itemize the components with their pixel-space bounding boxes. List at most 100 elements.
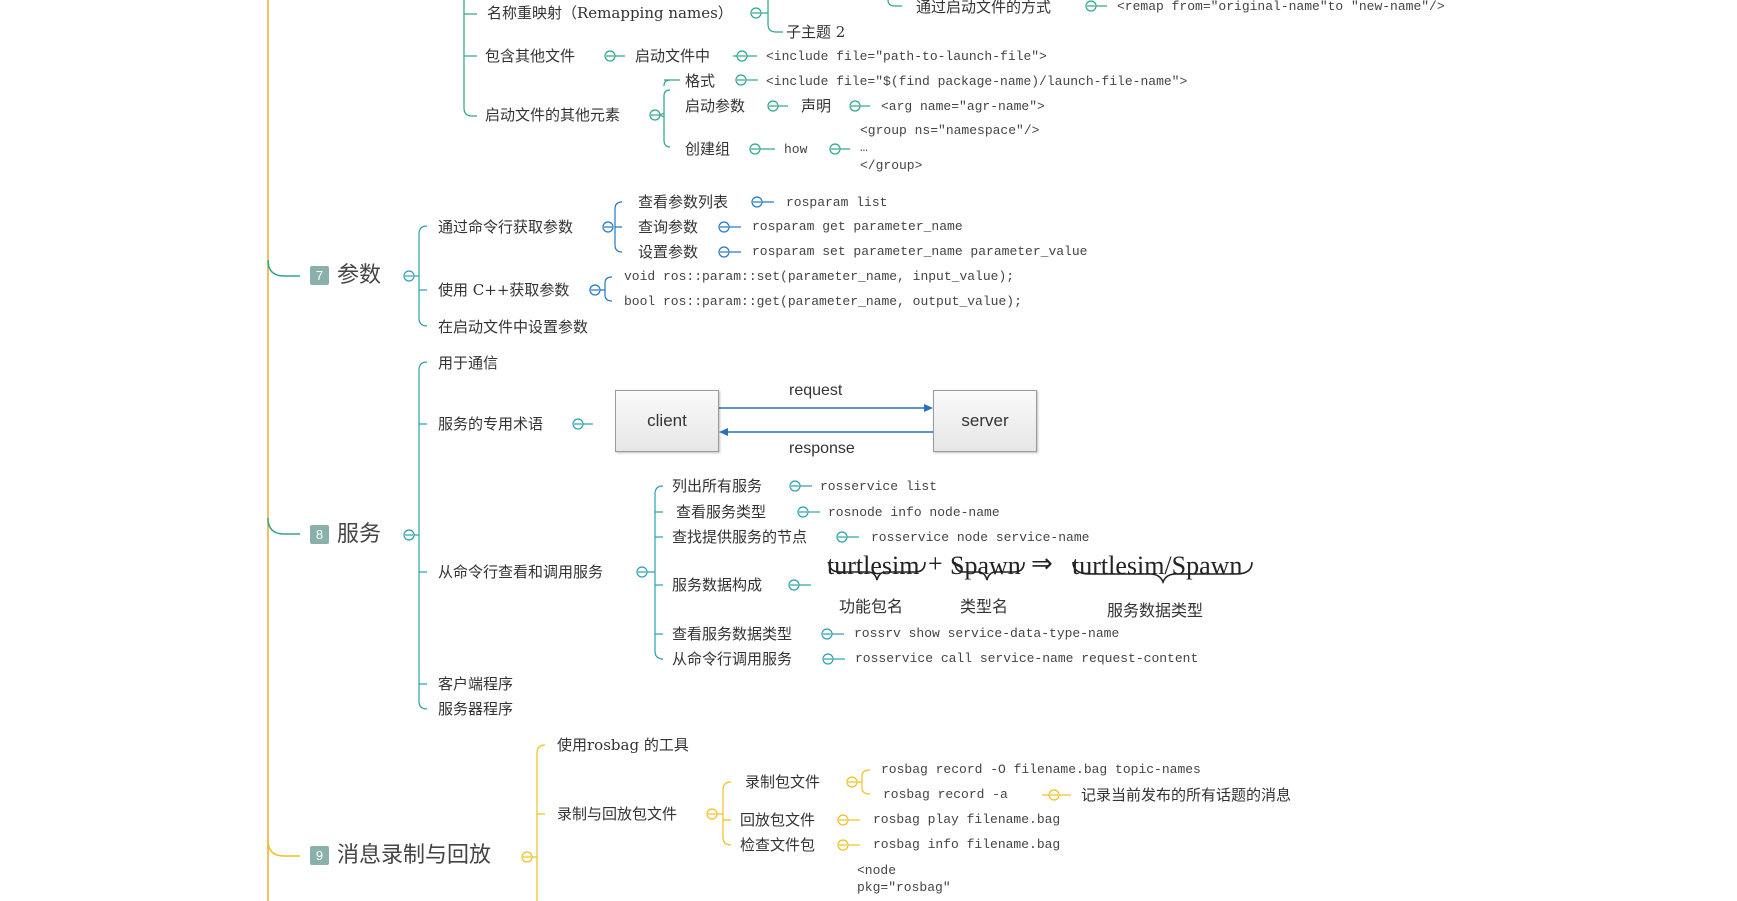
- section-title-params[interactable]: 参数: [337, 263, 382, 288]
- collapse-toggle[interactable]: [749, 143, 761, 155]
- collapse-toggle[interactable]: [718, 221, 730, 233]
- node-find-service-node[interactable]: 查找提供服务的节点: [672, 528, 808, 546]
- collapse-toggle[interactable]: [403, 270, 415, 282]
- node-declare[interactable]: 声明: [801, 97, 832, 115]
- collapse-toggle[interactable]: [846, 776, 858, 788]
- node-param-get[interactable]: 查询参数: [638, 218, 699, 236]
- collapse-toggle[interactable]: [829, 143, 841, 155]
- node-service-terms[interactable]: 服务的专用术语: [438, 415, 544, 433]
- collapse-toggle[interactable]: [849, 100, 861, 112]
- collapse-toggle[interactable]: [767, 100, 779, 112]
- node-client-program[interactable]: 客户端程序: [438, 675, 514, 693]
- collapse-toggle[interactable]: [750, 7, 762, 19]
- eq-full-type: turtlesim/Spawn: [1072, 551, 1243, 580]
- node-cpp-params[interactable]: 使用 C++获取参数: [438, 281, 570, 299]
- collapse-toggle[interactable]: [706, 808, 718, 820]
- collapse-toggle[interactable]: [735, 74, 747, 86]
- node-play-bag[interactable]: 回放包文件: [740, 811, 816, 829]
- section-title-bag[interactable]: 消息录制与回放: [337, 843, 492, 868]
- node-param-list[interactable]: 查看参数列表: [638, 193, 729, 211]
- node-param-set[interactable]: 设置参数: [638, 243, 699, 261]
- collapse-toggle[interactable]: [572, 418, 584, 430]
- record-code-topics: rosbag record -O filename.bag topic-name…: [881, 762, 1201, 777]
- collapse-toggle[interactable]: [636, 566, 648, 578]
- record-code-all: rosbag record -a: [883, 787, 1008, 802]
- collapse-toggle[interactable]: [1085, 0, 1097, 12]
- node-rosbag-tool[interactable]: 使用rosbag 的工具: [557, 736, 689, 754]
- param-set-code: rosparam set parameter_name parameter_va…: [752, 244, 1088, 259]
- param-list-code: rosparam list: [786, 195, 888, 210]
- collapse-toggle[interactable]: [789, 480, 801, 492]
- node-create-group[interactable]: 创建组: [685, 140, 731, 158]
- eq-plus: +: [928, 549, 943, 578]
- collapse-toggle[interactable]: [521, 851, 533, 863]
- collapse-toggle[interactable]: [797, 506, 809, 518]
- collapse-toggle[interactable]: [649, 109, 661, 121]
- collapse-toggle[interactable]: [788, 579, 800, 591]
- collapse-toggle[interactable]: [837, 814, 849, 826]
- node-remap-via-launch[interactable]: 通过启动文件的方式: [916, 0, 1052, 16]
- collapse-toggle[interactable]: [837, 839, 849, 851]
- section-badge-7: 7: [310, 266, 329, 285]
- node-service-cmdline[interactable]: 从命令行查看和调用服务: [438, 563, 604, 581]
- server-box: server: [933, 390, 1037, 452]
- collapse-toggle[interactable]: [836, 531, 848, 543]
- collapse-toggle[interactable]: [602, 221, 614, 233]
- collapse-toggle[interactable]: [736, 50, 748, 62]
- eq-turtlesim: turtlesim: [827, 551, 920, 580]
- node-subtopic-2[interactable]: 子主题 2: [786, 23, 846, 41]
- collapse-toggle[interactable]: [403, 529, 415, 541]
- node-include-files[interactable]: 包含其他文件: [485, 47, 576, 65]
- node-info-bag[interactable]: 检查文件包: [740, 836, 816, 854]
- node-launch-args[interactable]: 启动参数: [685, 97, 746, 115]
- eq-type-name: 类型名: [960, 597, 1009, 616]
- node-record-all-note[interactable]: 记录当前发布的所有话题的消息: [1081, 786, 1292, 804]
- eq-arrow: ⇒: [1031, 549, 1053, 578]
- client-box: client: [615, 390, 719, 452]
- node-list-services[interactable]: 列出所有服务: [672, 477, 763, 495]
- node-record-play[interactable]: 录制与回放包文件: [557, 805, 678, 823]
- format-code: <include file="$(find package-name)/laun…: [766, 74, 1188, 89]
- section-badge-8: 8: [310, 525, 329, 544]
- node-record-bag[interactable]: 录制包文件: [745, 773, 821, 791]
- node-server-program[interactable]: 服务器程序: [438, 700, 514, 718]
- collapse-toggle[interactable]: [822, 653, 834, 665]
- node-how[interactable]: how: [784, 142, 808, 157]
- cpp-set-code: void ros::param::set(parameter_name, inp…: [624, 269, 1015, 284]
- node-service-data[interactable]: 服务数据构成: [672, 576, 763, 594]
- collapse-toggle[interactable]: [604, 50, 616, 62]
- node-for-communication[interactable]: 用于通信: [438, 354, 499, 372]
- node-call-service[interactable]: 从命令行调用服务: [672, 650, 793, 668]
- collapse-toggle[interactable]: [718, 246, 730, 258]
- collapse-toggle[interactable]: [751, 196, 763, 208]
- node-include-in-launch[interactable]: 启动文件中: [635, 47, 711, 65]
- info-code: rosbag info filename.bag: [873, 837, 1061, 852]
- node-service-type[interactable]: 查看服务类型: [676, 503, 767, 521]
- collapse-toggle[interactable]: [589, 284, 601, 296]
- service-type-code: rosnode info node-name: [828, 505, 1000, 520]
- node-code-pkg: pkg="rosbag": [857, 880, 951, 895]
- node-other-elements[interactable]: 启动文件的其他元素: [485, 106, 621, 124]
- response-label: response: [789, 440, 855, 457]
- section-title-services[interactable]: 服务: [337, 522, 382, 547]
- param-get-code: rosparam get parameter_name: [752, 219, 963, 234]
- node-show-service-type[interactable]: 查看服务数据类型: [672, 625, 793, 643]
- play-code: rosbag play filename.bag: [873, 812, 1061, 827]
- node-cmdline-params[interactable]: 通过命令行获取参数: [438, 218, 574, 236]
- collapse-toggle[interactable]: [1048, 789, 1060, 801]
- section-badge-9: 9: [310, 846, 329, 865]
- service-node-code: rosservice node service-name: [871, 530, 1090, 545]
- node-format[interactable]: 格式: [685, 72, 716, 90]
- rossrv-show-code: rossrv show service-data-type-name: [854, 626, 1120, 641]
- cpp-get-code: bool ros::param::get(parameter_name, out…: [624, 294, 1022, 309]
- eq-pkg-name: 功能包名: [839, 597, 904, 616]
- node-remapping-names[interactable]: 名称重映射（Remapping names）: [487, 4, 733, 22]
- collapse-toggle[interactable]: [821, 628, 833, 640]
- service-list-code: rosservice list: [820, 479, 938, 494]
- group-code-close: </group>: [860, 158, 923, 173]
- service-call-code: rosservice call service-name request-con…: [855, 651, 1199, 666]
- node-launch-params[interactable]: 在启动文件中设置参数: [438, 318, 589, 336]
- eq-srv-data-type: 服务数据类型: [1107, 601, 1204, 620]
